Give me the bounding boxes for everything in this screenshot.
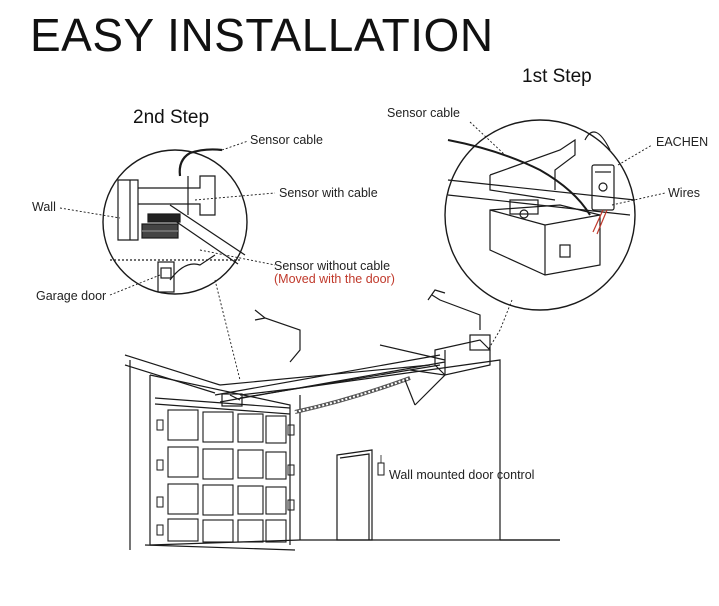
label-sensor-cable-step1: Sensor cable [387,106,460,120]
label-sensor-cable-step2: Sensor cable [250,133,323,147]
label-eachen: EACHEN [656,135,709,149]
label-sensor-without-cable: Sensor without cable [274,259,391,273]
label-garage-door: Garage door [36,289,107,303]
leader-lines-step1 [469,121,666,351]
detail-circle-step1 [444,119,636,311]
label-wall-control: Wall mounted door control [389,468,535,482]
label-wires: Wires [668,186,700,200]
detail-circle-step2 [102,148,248,295]
step-1-heading: 1st Step [522,66,592,87]
label-sensor-with-cable: Sensor with cable [279,186,378,200]
leader-lines-step2 [59,140,276,381]
garage-scene [124,289,560,551]
page-title: EASY INSTALLATION [30,9,494,61]
step-2-heading: 2nd Step [133,107,210,128]
label-moved-with-door: (Moved with the door) [274,272,395,286]
label-wall: Wall [32,200,56,214]
